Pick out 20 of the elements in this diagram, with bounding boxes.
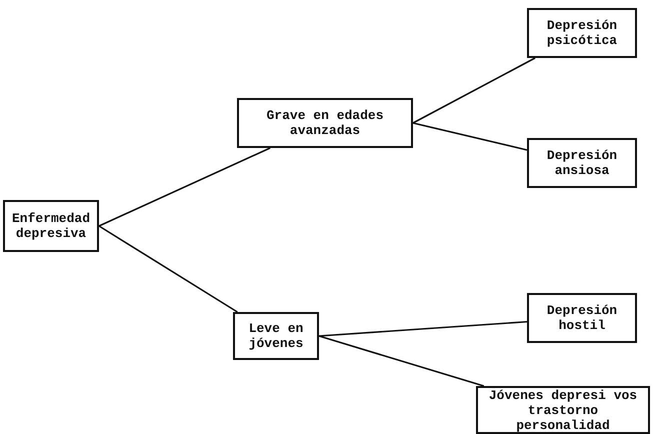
- connector-line: [318, 335, 484, 387]
- connector-line: [318, 320, 528, 337]
- box-label: Enfermedad depresiva: [10, 211, 91, 241]
- box-label: Depresión hostil: [546, 303, 618, 333]
- box-label: Grave en edades avanzadas: [265, 108, 385, 138]
- connector-line: [412, 57, 536, 124]
- connector-line: [98, 147, 270, 227]
- connector-line: [98, 225, 238, 313]
- category-box: [527, 8, 637, 58]
- box-label: Leve en jóvenes: [248, 321, 304, 351]
- category-box: [527, 293, 637, 343]
- box-label: Depresión psicótica: [546, 18, 618, 48]
- category-box: [237, 98, 413, 148]
- category-box: [527, 138, 637, 188]
- box-label: Jóvenes depresi vos trastorno personalidad: [488, 388, 638, 432]
- connector-line: [412, 122, 528, 151]
- category-box: [476, 386, 650, 434]
- category-box: [3, 200, 99, 252]
- box-label: Depresión ansiosa: [546, 148, 618, 178]
- category-box: [233, 312, 319, 360]
